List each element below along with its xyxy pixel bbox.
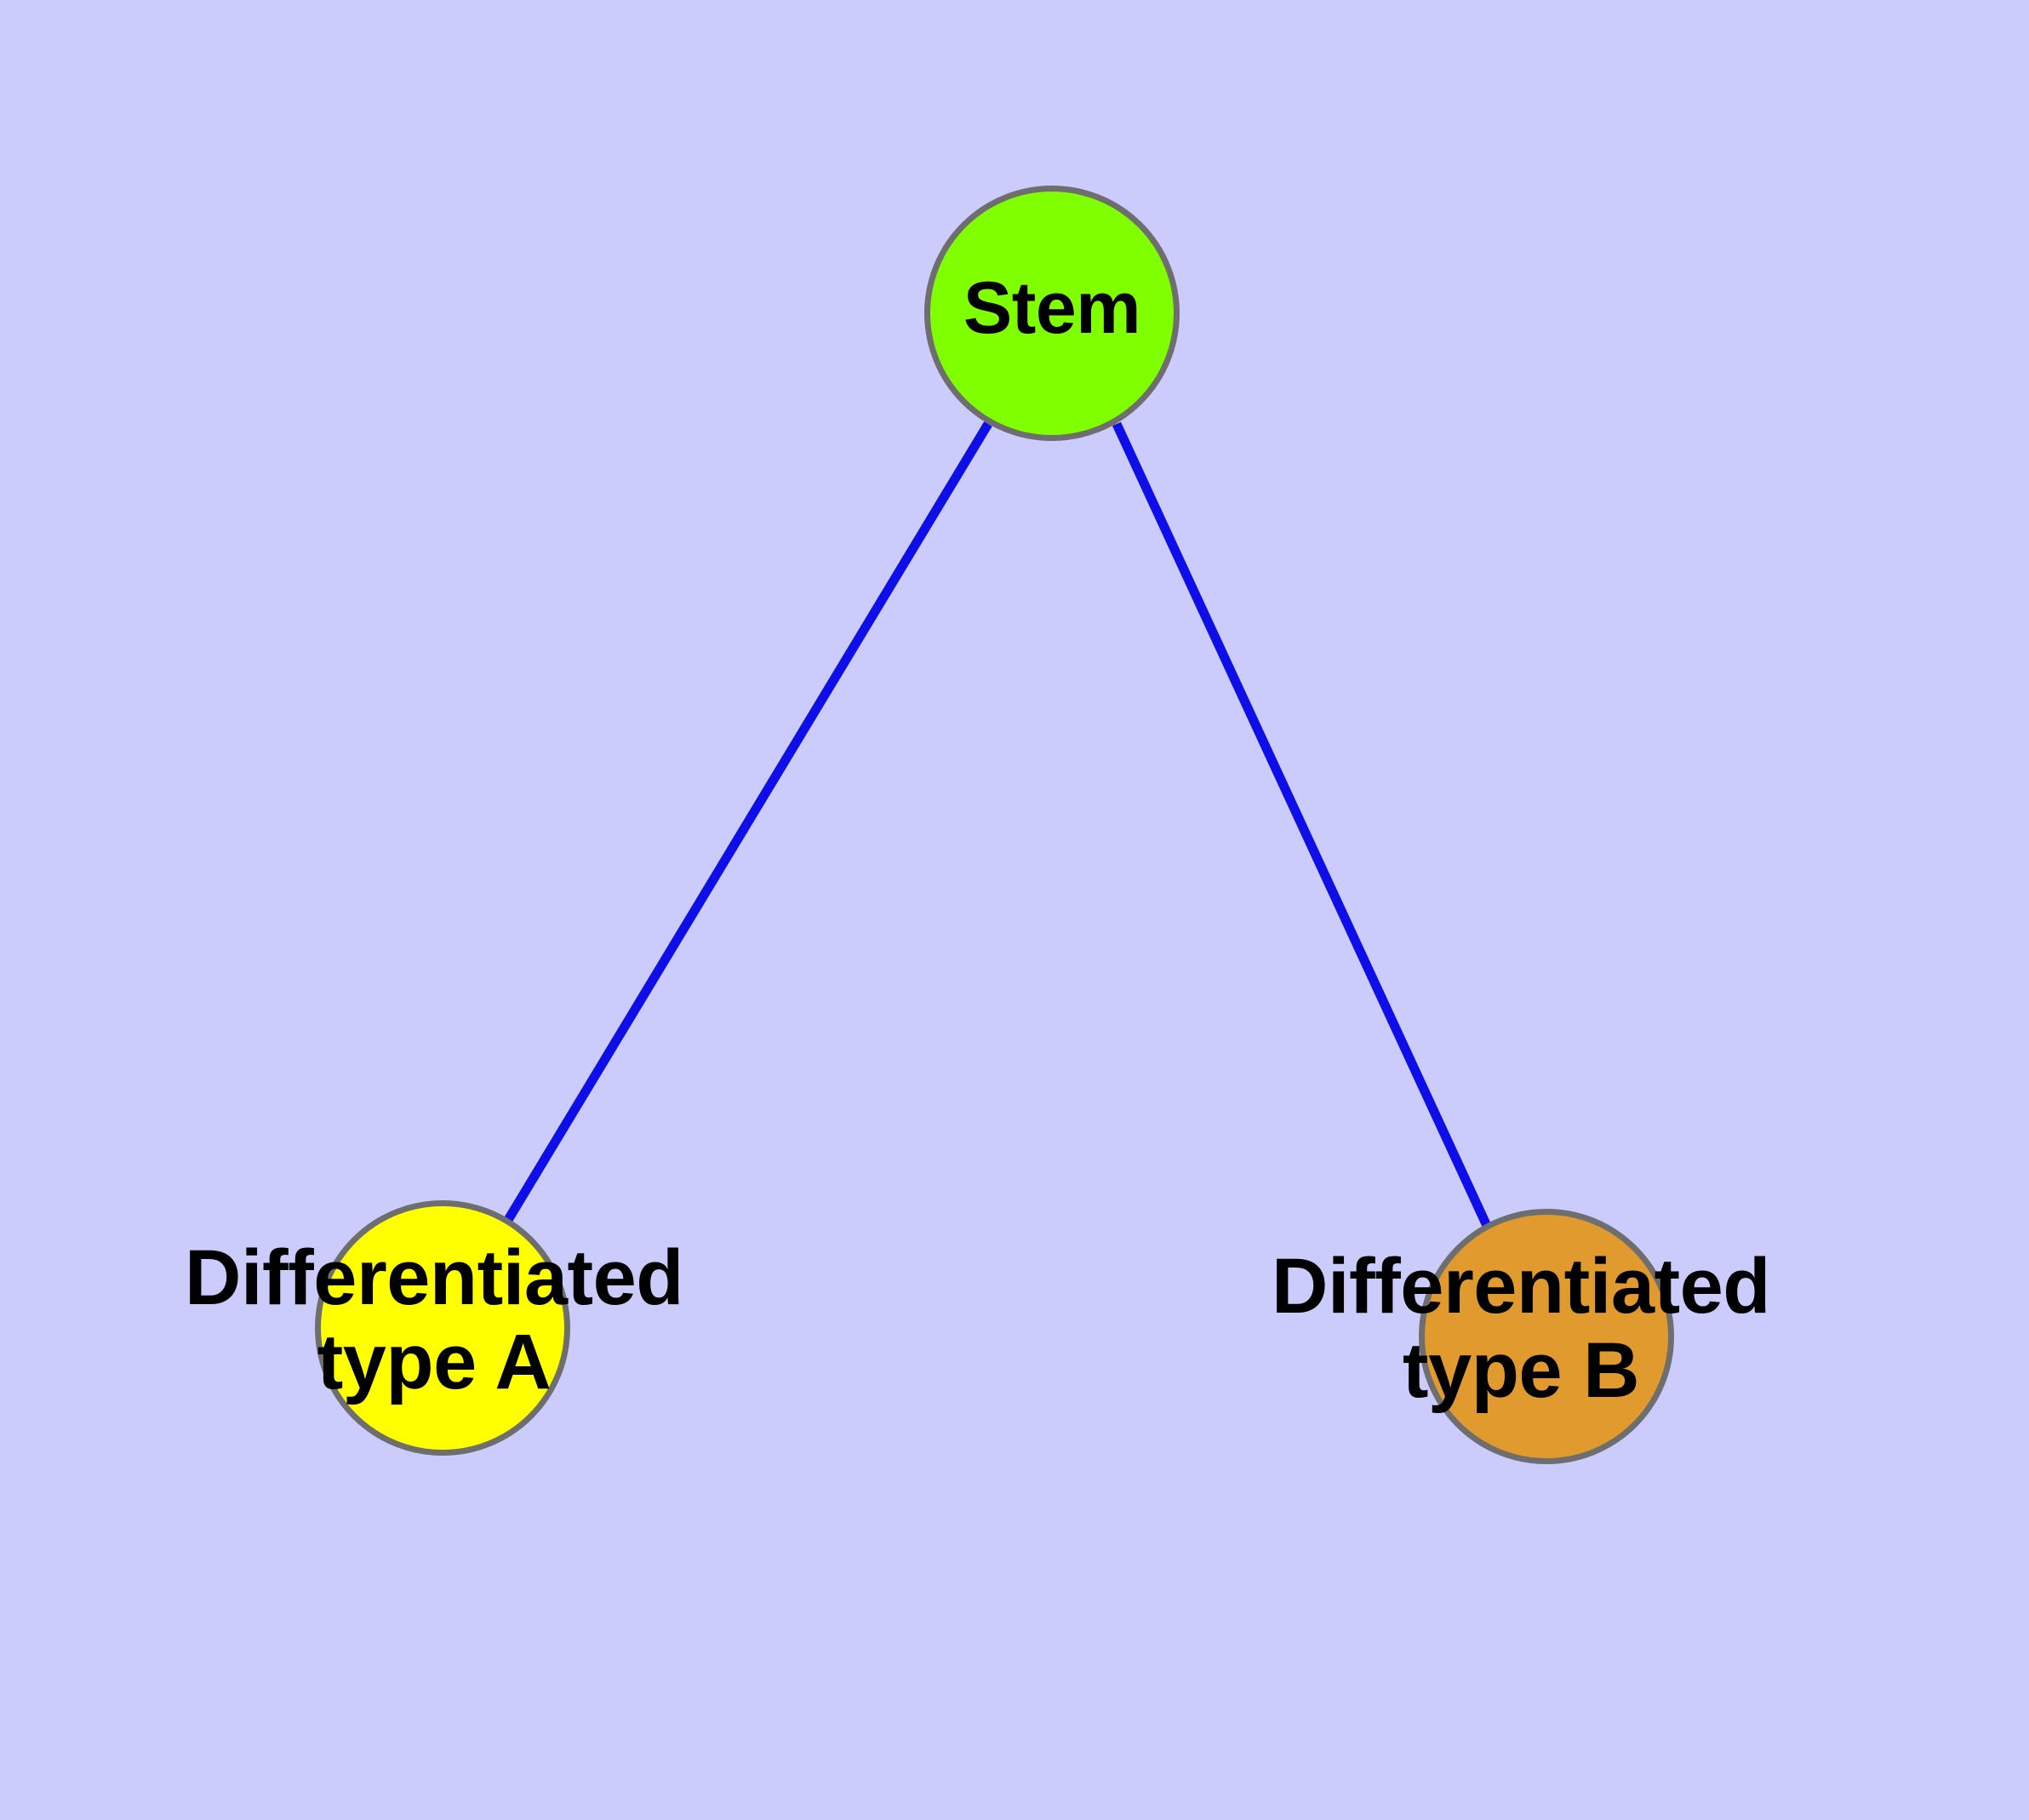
node-differentiated-type-b-circle[interactable] <box>1419 1209 1674 1464</box>
node-stem-circle[interactable] <box>924 186 1180 441</box>
edge-stem-to-differentiated-type-b <box>1112 421 1491 1228</box>
edge-stem-to-differentiated-type-a <box>501 421 992 1227</box>
node-differentiated-type-a-circle[interactable] <box>315 1200 570 1456</box>
